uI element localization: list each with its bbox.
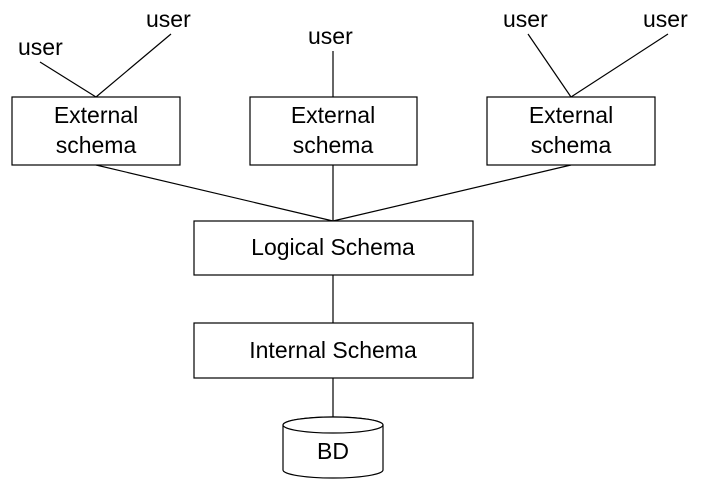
database-cylinder: BD	[282, 416, 384, 479]
connector-user1-external-left	[39, 61, 97, 98]
user-label-2: user	[146, 6, 191, 32]
user-label-4: user	[503, 6, 548, 32]
logical-schema-label: Logical Schema	[251, 234, 415, 260]
external-schema-left-line2: schema	[56, 132, 137, 158]
internal-schema-box: Internal Schema	[193, 322, 474, 379]
connector-external-left-logical	[95, 164, 334, 222]
external-schema-left-box: External schema	[11, 96, 181, 166]
external-schema-right-line1: External	[529, 102, 613, 128]
external-schema-middle-line1: External	[291, 102, 375, 128]
connector-external-right-logical	[332, 164, 572, 222]
external-schema-left-line1: External	[54, 102, 138, 128]
logical-schema-box: Logical Schema	[193, 220, 474, 276]
connector-user4-external-right	[527, 33, 572, 98]
external-schema-right-box: External schema	[486, 96, 656, 166]
external-schema-middle-box: External schema	[249, 96, 418, 166]
user-label-1: user	[18, 34, 63, 60]
connector-user2-external-left	[95, 33, 172, 98]
external-schema-middle-line2: schema	[293, 132, 374, 158]
connector-user5-external-right	[570, 33, 669, 98]
external-schema-right-line2: schema	[531, 132, 612, 158]
user-label-5: user	[643, 6, 688, 32]
internal-schema-label: Internal Schema	[249, 337, 417, 363]
database-label: BD	[317, 438, 349, 464]
user-label-3: user	[308, 23, 353, 49]
